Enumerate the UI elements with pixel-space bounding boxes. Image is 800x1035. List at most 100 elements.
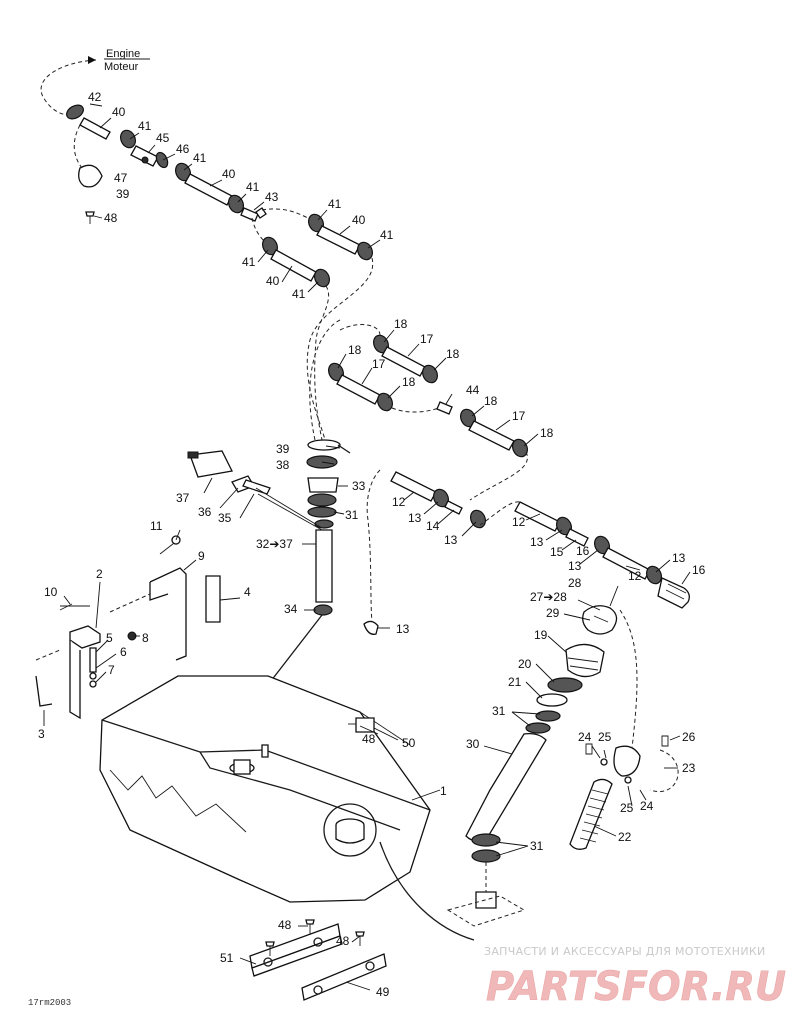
engine-label: Engine — [106, 48, 140, 60]
figure-code: 17rm2003 — [28, 998, 71, 1008]
callout-41: 41 — [138, 119, 152, 133]
callout-41: 41 — [193, 151, 207, 165]
callout-39: 39 — [116, 187, 130, 201]
callout-42: 42 — [88, 90, 102, 104]
callout-18: 18 — [484, 394, 498, 408]
callout-47: 47 — [114, 171, 128, 185]
callout-31: 31 — [530, 839, 544, 853]
callout-50: 50 — [402, 736, 416, 750]
callout-24: 24 — [578, 730, 592, 744]
callout-18: 18 — [540, 426, 554, 440]
callout-12: 12 — [512, 515, 526, 529]
engine-connection-arrow: Engine Moteur — [40, 48, 150, 116]
callout-16: 16 — [692, 563, 706, 577]
callout-33: 33 — [352, 479, 366, 493]
callout-5: 5 — [106, 631, 113, 645]
callout-6: 6 — [120, 645, 127, 659]
callout-35: 35 — [218, 511, 232, 525]
callout-4: 4 — [244, 585, 251, 599]
callout-16: 16 — [576, 544, 590, 558]
callout-49: 49 — [376, 985, 390, 999]
callout-41: 41 — [328, 197, 342, 211]
callout-12: 12 — [392, 495, 406, 509]
callout-22: 22 — [618, 830, 632, 844]
callout-51: 51 — [220, 951, 234, 965]
callout-8: 8 — [142, 631, 149, 645]
callout-13: 13 — [672, 551, 686, 565]
callout-46: 46 — [176, 142, 190, 156]
tank-fasteners — [59, 603, 379, 733]
watermark-logo: PARTSFOR.RU — [486, 964, 786, 1010]
fuel-tank — [99, 675, 431, 903]
callout-13: 13 — [568, 559, 582, 573]
callout-13: 13 — [444, 533, 458, 547]
callout-29: 29 — [546, 606, 560, 620]
callout-3: 3 — [38, 727, 45, 741]
callout-17: 17 — [372, 357, 386, 371]
callout-36: 36 — [198, 505, 212, 519]
callout-21: 21 — [508, 675, 522, 689]
callout-38: 38 — [276, 458, 290, 472]
callout-18: 18 — [446, 347, 460, 361]
callout-31: 31 — [492, 704, 506, 718]
engine-label-fr: Moteur — [104, 61, 139, 73]
callout-24: 24 — [640, 799, 654, 813]
callout-45: 45 — [156, 131, 170, 145]
callout-48: 48 — [336, 934, 350, 948]
callout-26: 26 — [682, 730, 696, 744]
callout-13: 13 — [408, 511, 422, 525]
callout-7: 7 — [108, 663, 115, 677]
callout-20: 20 — [518, 657, 532, 671]
callout-39: 39 — [276, 442, 290, 456]
vent-line-upper-assembly — [66, 104, 373, 288]
callout-48: 48 — [278, 918, 292, 932]
callout-18: 18 — [402, 375, 416, 389]
callout-12: 12 — [628, 569, 642, 583]
vent-hose-routing — [306, 257, 374, 441]
callout-48: 48 — [104, 211, 118, 225]
callout-11: 11 — [150, 519, 163, 533]
tank-mounting-brackets — [35, 535, 221, 720]
filler-neck-assembly — [379, 605, 679, 941]
callout-labels: 42 40 41 45 46 41 47 39 48 40 41 43 41 4… — [38, 90, 706, 999]
callout-17: 17 — [512, 409, 526, 423]
callout-10: 10 — [44, 585, 58, 599]
callout-18: 18 — [394, 317, 408, 331]
callout-17: 17 — [420, 332, 434, 346]
callout-13: 13 — [530, 535, 544, 549]
callout-40: 40 — [222, 167, 236, 181]
callout-15: 15 — [550, 545, 564, 559]
callout-41: 41 — [292, 287, 306, 301]
callout-1: 1 — [440, 784, 447, 798]
callout-30: 30 — [466, 737, 480, 751]
callout-41: 41 — [242, 255, 256, 269]
callout-25: 25 — [620, 801, 634, 815]
callout-41: 41 — [246, 180, 260, 194]
callout-28: 28 — [568, 576, 582, 590]
callout-13: 13 — [396, 622, 410, 636]
callout-37: 37 — [176, 491, 190, 505]
watermark: ЗАПЧАСТИ И АКСЕССУАРЫ ДЛЯ МОТОТЕХНИКИ PA… — [484, 945, 786, 1010]
callout-2: 2 — [96, 567, 103, 581]
callout-43: 43 — [265, 190, 279, 204]
callout-40: 40 — [266, 274, 280, 288]
callout-14: 14 — [426, 519, 440, 533]
callout-19: 19 — [534, 628, 548, 642]
watermark-tagline: ЗАПЧАСТИ И АКСЕССУАРЫ ДЛЯ МОТОТЕХНИКИ — [484, 945, 766, 958]
callout-25: 25 — [598, 730, 612, 744]
callout-18: 18 — [348, 343, 362, 357]
fuel-line-lower-assembly — [366, 469, 690, 623]
callout-40: 40 — [112, 105, 126, 119]
callout-40: 40 — [352, 213, 366, 227]
callout-27-28: 27➔28 — [530, 590, 567, 604]
callout-44: 44 — [466, 383, 480, 397]
callout-31: 31 — [345, 508, 359, 522]
callout-48: 48 — [362, 732, 376, 746]
tank-support-plates — [249, 919, 387, 1001]
callout-41: 41 — [380, 228, 394, 242]
callout-leaders — [43, 103, 691, 991]
callout-32-37: 32➔37 — [256, 537, 293, 551]
callout-34: 34 — [284, 602, 298, 616]
callout-23: 23 — [682, 761, 696, 775]
